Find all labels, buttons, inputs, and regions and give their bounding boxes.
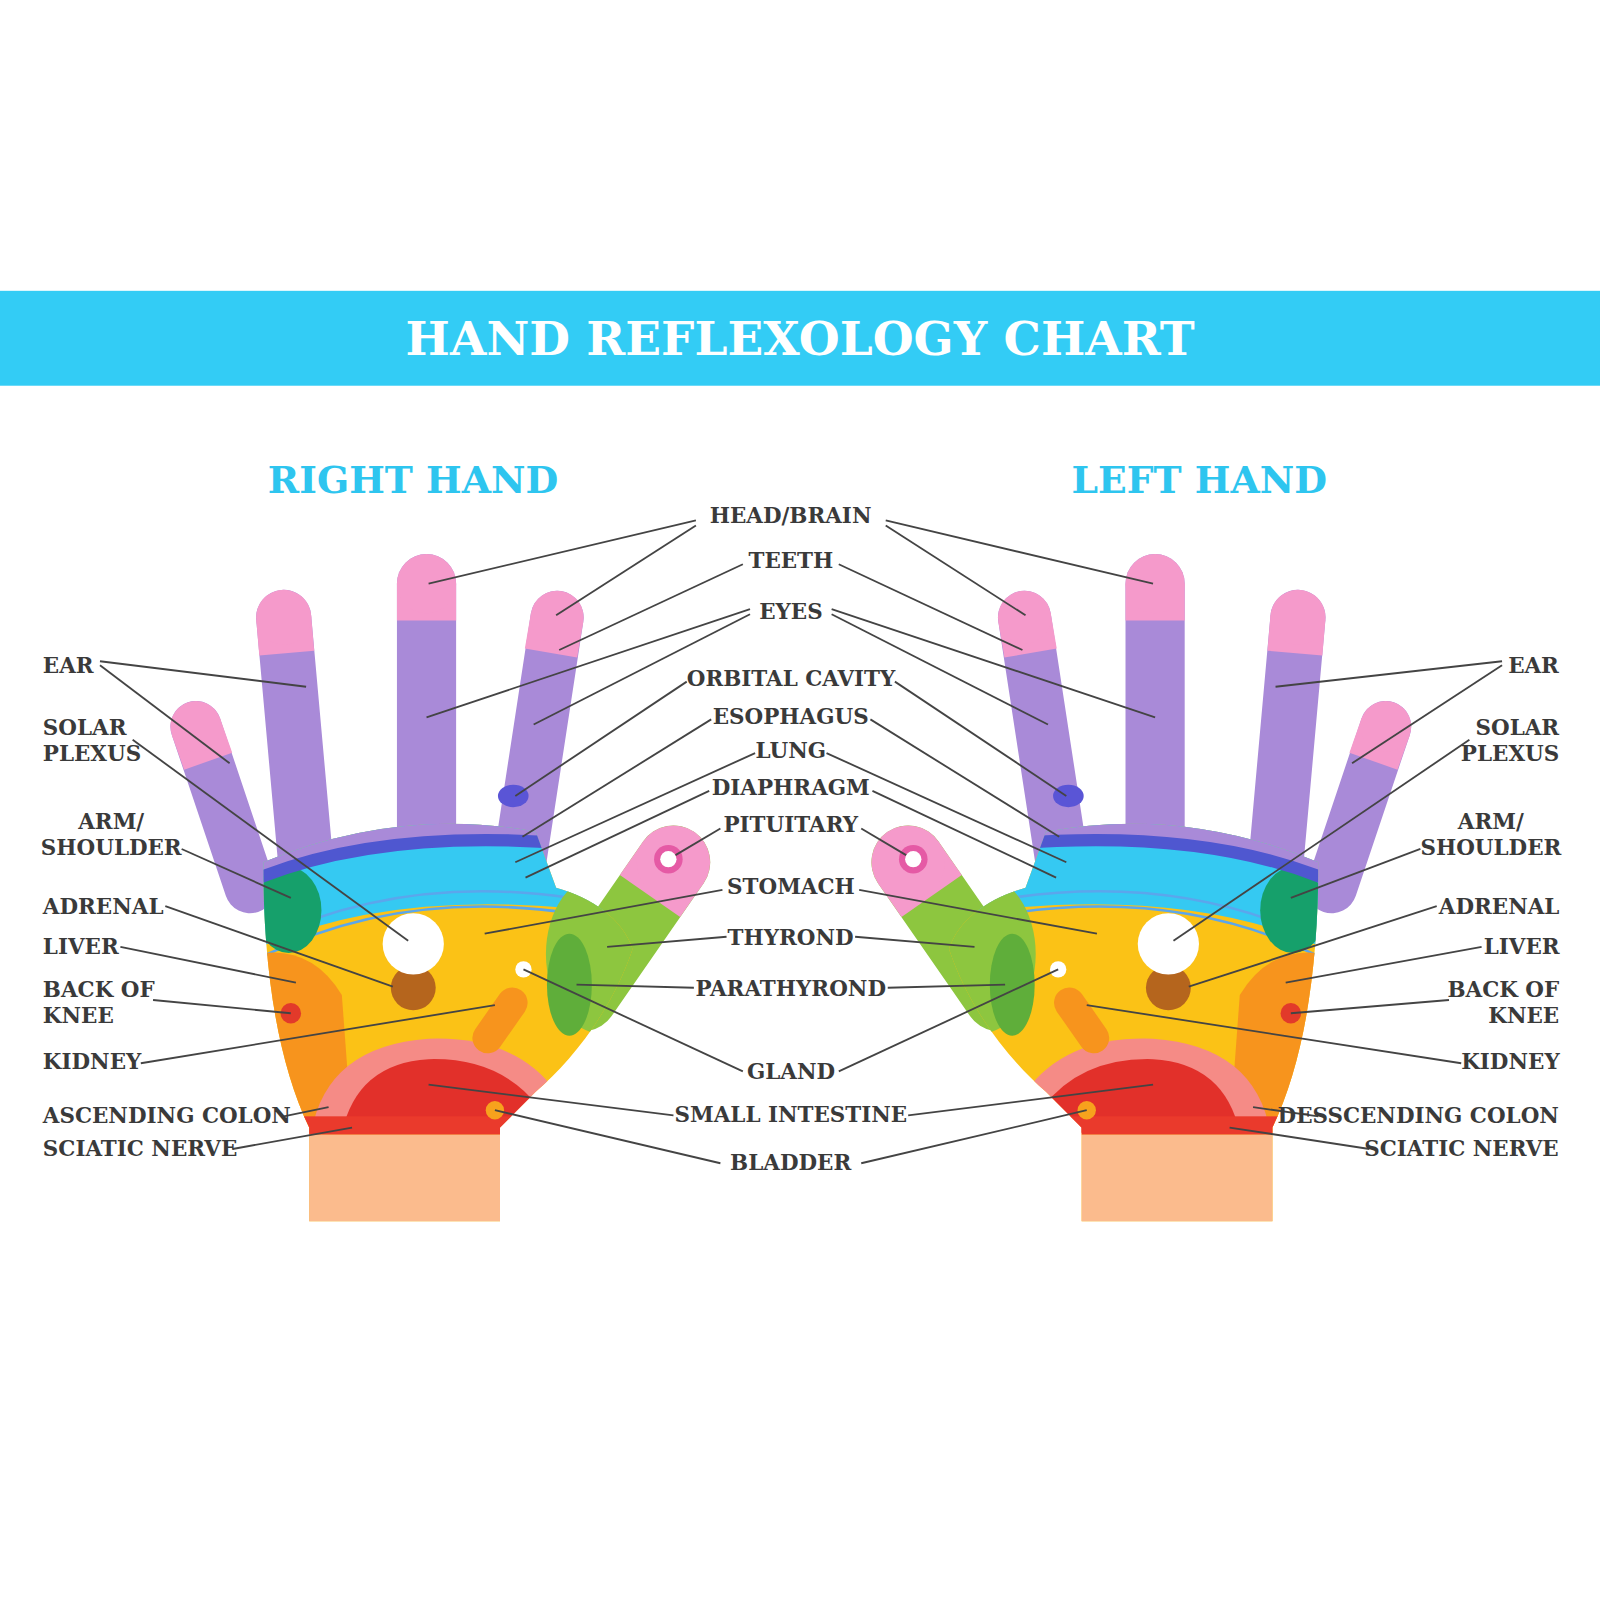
leader-line <box>153 1000 291 1013</box>
zone-label: STOMACH <box>727 873 855 900</box>
zone-label: LIVER <box>1484 934 1560 961</box>
leader-line <box>861 829 906 856</box>
hand-heading: RIGHT HAND <box>268 457 558 502</box>
leader-line <box>1189 906 1437 987</box>
zone-label: KIDNEY <box>43 1049 141 1076</box>
leader-line <box>832 609 1155 717</box>
zone-label: BACK OF KNEE <box>1427 977 1560 1030</box>
leader-line <box>427 609 750 717</box>
chart-title: HAND REFLEXOLOGY CHART <box>406 310 1195 367</box>
zone-label: SOLAR PLEXUS <box>43 714 155 767</box>
leader-line <box>559 564 743 650</box>
leader-line <box>233 1128 352 1149</box>
leader-line <box>886 526 1026 616</box>
zone-label: ADRENAL <box>43 894 164 921</box>
leader-line <box>607 937 726 947</box>
zone-label: HEAD/BRAIN <box>710 503 872 530</box>
hand-heading: LEFT HAND <box>1071 457 1327 502</box>
leader-line <box>1230 1128 1370 1149</box>
leader-line <box>855 937 974 947</box>
leader-line <box>556 526 696 616</box>
zone-label: THYROND <box>728 924 854 951</box>
zone-label: SCIATIC NERVE <box>43 1136 237 1163</box>
zone-label: EYES <box>759 599 822 626</box>
zone-label: EAR <box>1508 653 1559 680</box>
leader-line <box>888 985 1005 988</box>
leader-line <box>827 753 1067 862</box>
zone-label: SMALL INTESTINE <box>674 1102 907 1129</box>
leader-line <box>908 1085 1153 1116</box>
zone-label: DIAPHRAGM <box>712 774 870 801</box>
leader-line <box>1291 1000 1449 1013</box>
zone-label: TEETH <box>748 548 833 575</box>
leader-line <box>895 682 1066 796</box>
zone-label: SOLAR PLEXUS <box>1447 714 1559 767</box>
zone-label: ORBITAL CAVITY <box>687 665 896 692</box>
leader-line <box>676 829 721 856</box>
zone-label: SCIATIC NERVE <box>1364 1136 1558 1163</box>
leader-line <box>859 890 1097 934</box>
leader-line <box>1087 1005 1461 1063</box>
zone-label: EAR <box>43 653 94 680</box>
leader-line <box>485 890 723 934</box>
leader-line <box>515 682 686 796</box>
leader-lines <box>100 520 1502 1163</box>
leader-line <box>165 906 393 987</box>
zone-label: ARM/ SHOULDER <box>41 808 182 861</box>
zone-label: KIDNEY <box>1461 1049 1559 1076</box>
leader-line <box>577 985 694 988</box>
zone-label: ADRENAL <box>1439 894 1560 921</box>
zone-label: LIVER <box>43 934 119 961</box>
leader-line <box>141 1005 495 1063</box>
title-banner <box>0 291 1600 386</box>
leader-line <box>1291 849 1421 898</box>
zone-label: ESOPHAGUS <box>713 704 869 731</box>
leader-line <box>515 753 755 862</box>
leader-line <box>1276 661 1503 687</box>
zone-label: LUNG <box>756 738 826 765</box>
zone-label: ASCENDING COLON <box>43 1103 291 1130</box>
leader-line <box>100 661 306 687</box>
zone-label: ARM/ SHOULDER <box>1420 808 1561 861</box>
zone-label: BLADDER <box>730 1150 851 1177</box>
leader-line <box>839 564 1023 650</box>
leader-line <box>872 791 1056 878</box>
zone-label: PARATHYROND <box>695 976 886 1003</box>
zone-label: PITUITARY <box>723 811 858 838</box>
leader-line <box>870 719 1059 836</box>
leader-line <box>182 849 291 898</box>
leader-line <box>429 1085 674 1116</box>
zone-label: GLAND <box>747 1058 835 1085</box>
zone-label: DESSCENDING COLON <box>1278 1103 1559 1130</box>
zone-label: BACK OF KNEE <box>43 977 176 1030</box>
leader-line <box>526 791 710 878</box>
leader-line <box>522 719 711 836</box>
